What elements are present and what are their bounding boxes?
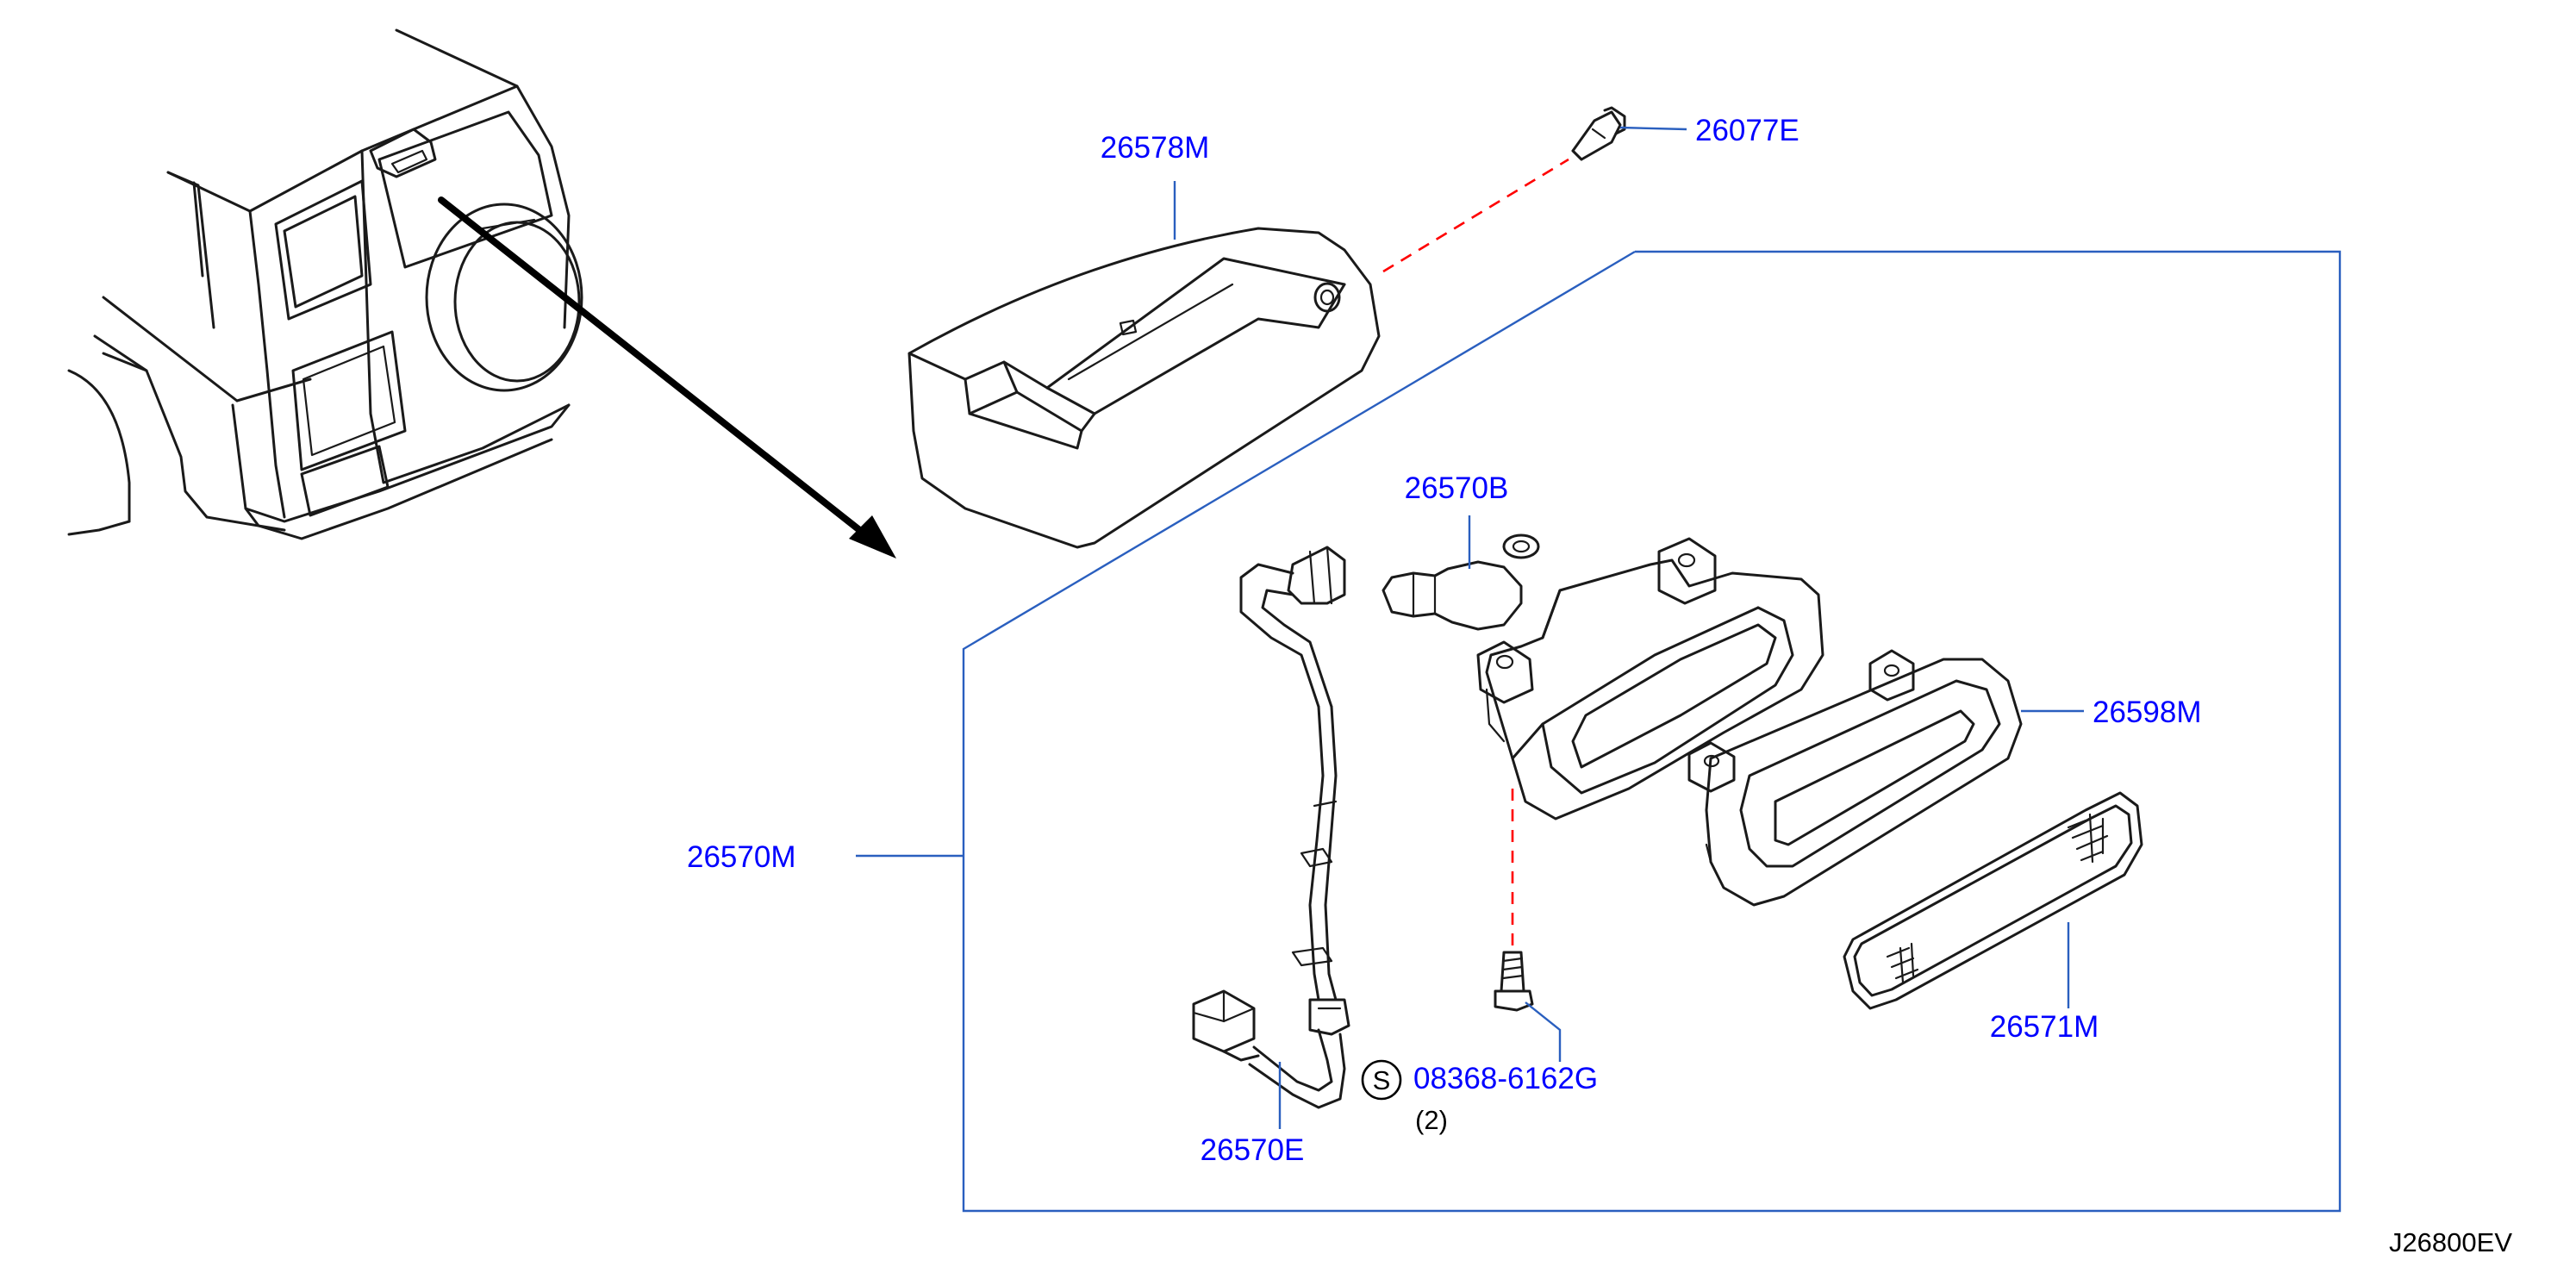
washer [1502,533,1540,559]
vehicle-rear-illustration [67,28,583,540]
label-26570E: 26570E [1201,1133,1305,1167]
direction-arrow [438,197,896,558]
clip-26077E [1571,106,1626,161]
label-26578M: 26578M [1101,131,1209,165]
label-26598M: 26598M [2093,696,2201,729]
lamp-body [1476,537,1824,820]
circle-letter-s-icon [1361,1059,1402,1101]
lens-26571M [1843,791,2143,1010]
screw-08368-6162G [1494,951,1534,1012]
label-26570M: 26570M [687,840,795,874]
label-26571M: 26571M [1990,1010,2099,1044]
standard-part-marker: S [1361,1059,1402,1101]
dashed-line-clip [1382,158,1569,273]
bezel-26598M [1687,649,2023,907]
bulb-26570B [1382,560,1523,631]
diagram-code: J26800EV [2389,1227,2512,1257]
callout-labels: 26578M 26077E 26570B 26598M 26570M 26571… [687,114,2201,1167]
screw-quantity: (2) [1415,1105,1448,1135]
assembly-frame [962,250,2342,1213]
standard-symbol-letter: S [1373,1065,1391,1095]
leader-lines [856,126,2084,1129]
harness-26570E [1192,546,1350,1109]
lamp-housing-26578M [908,227,1381,549]
label-26077E: 26077E [1695,114,1799,147]
label-26570B: 26570B [1405,471,1509,505]
label-08368-6162G: 08368-6162G [1413,1062,1598,1095]
